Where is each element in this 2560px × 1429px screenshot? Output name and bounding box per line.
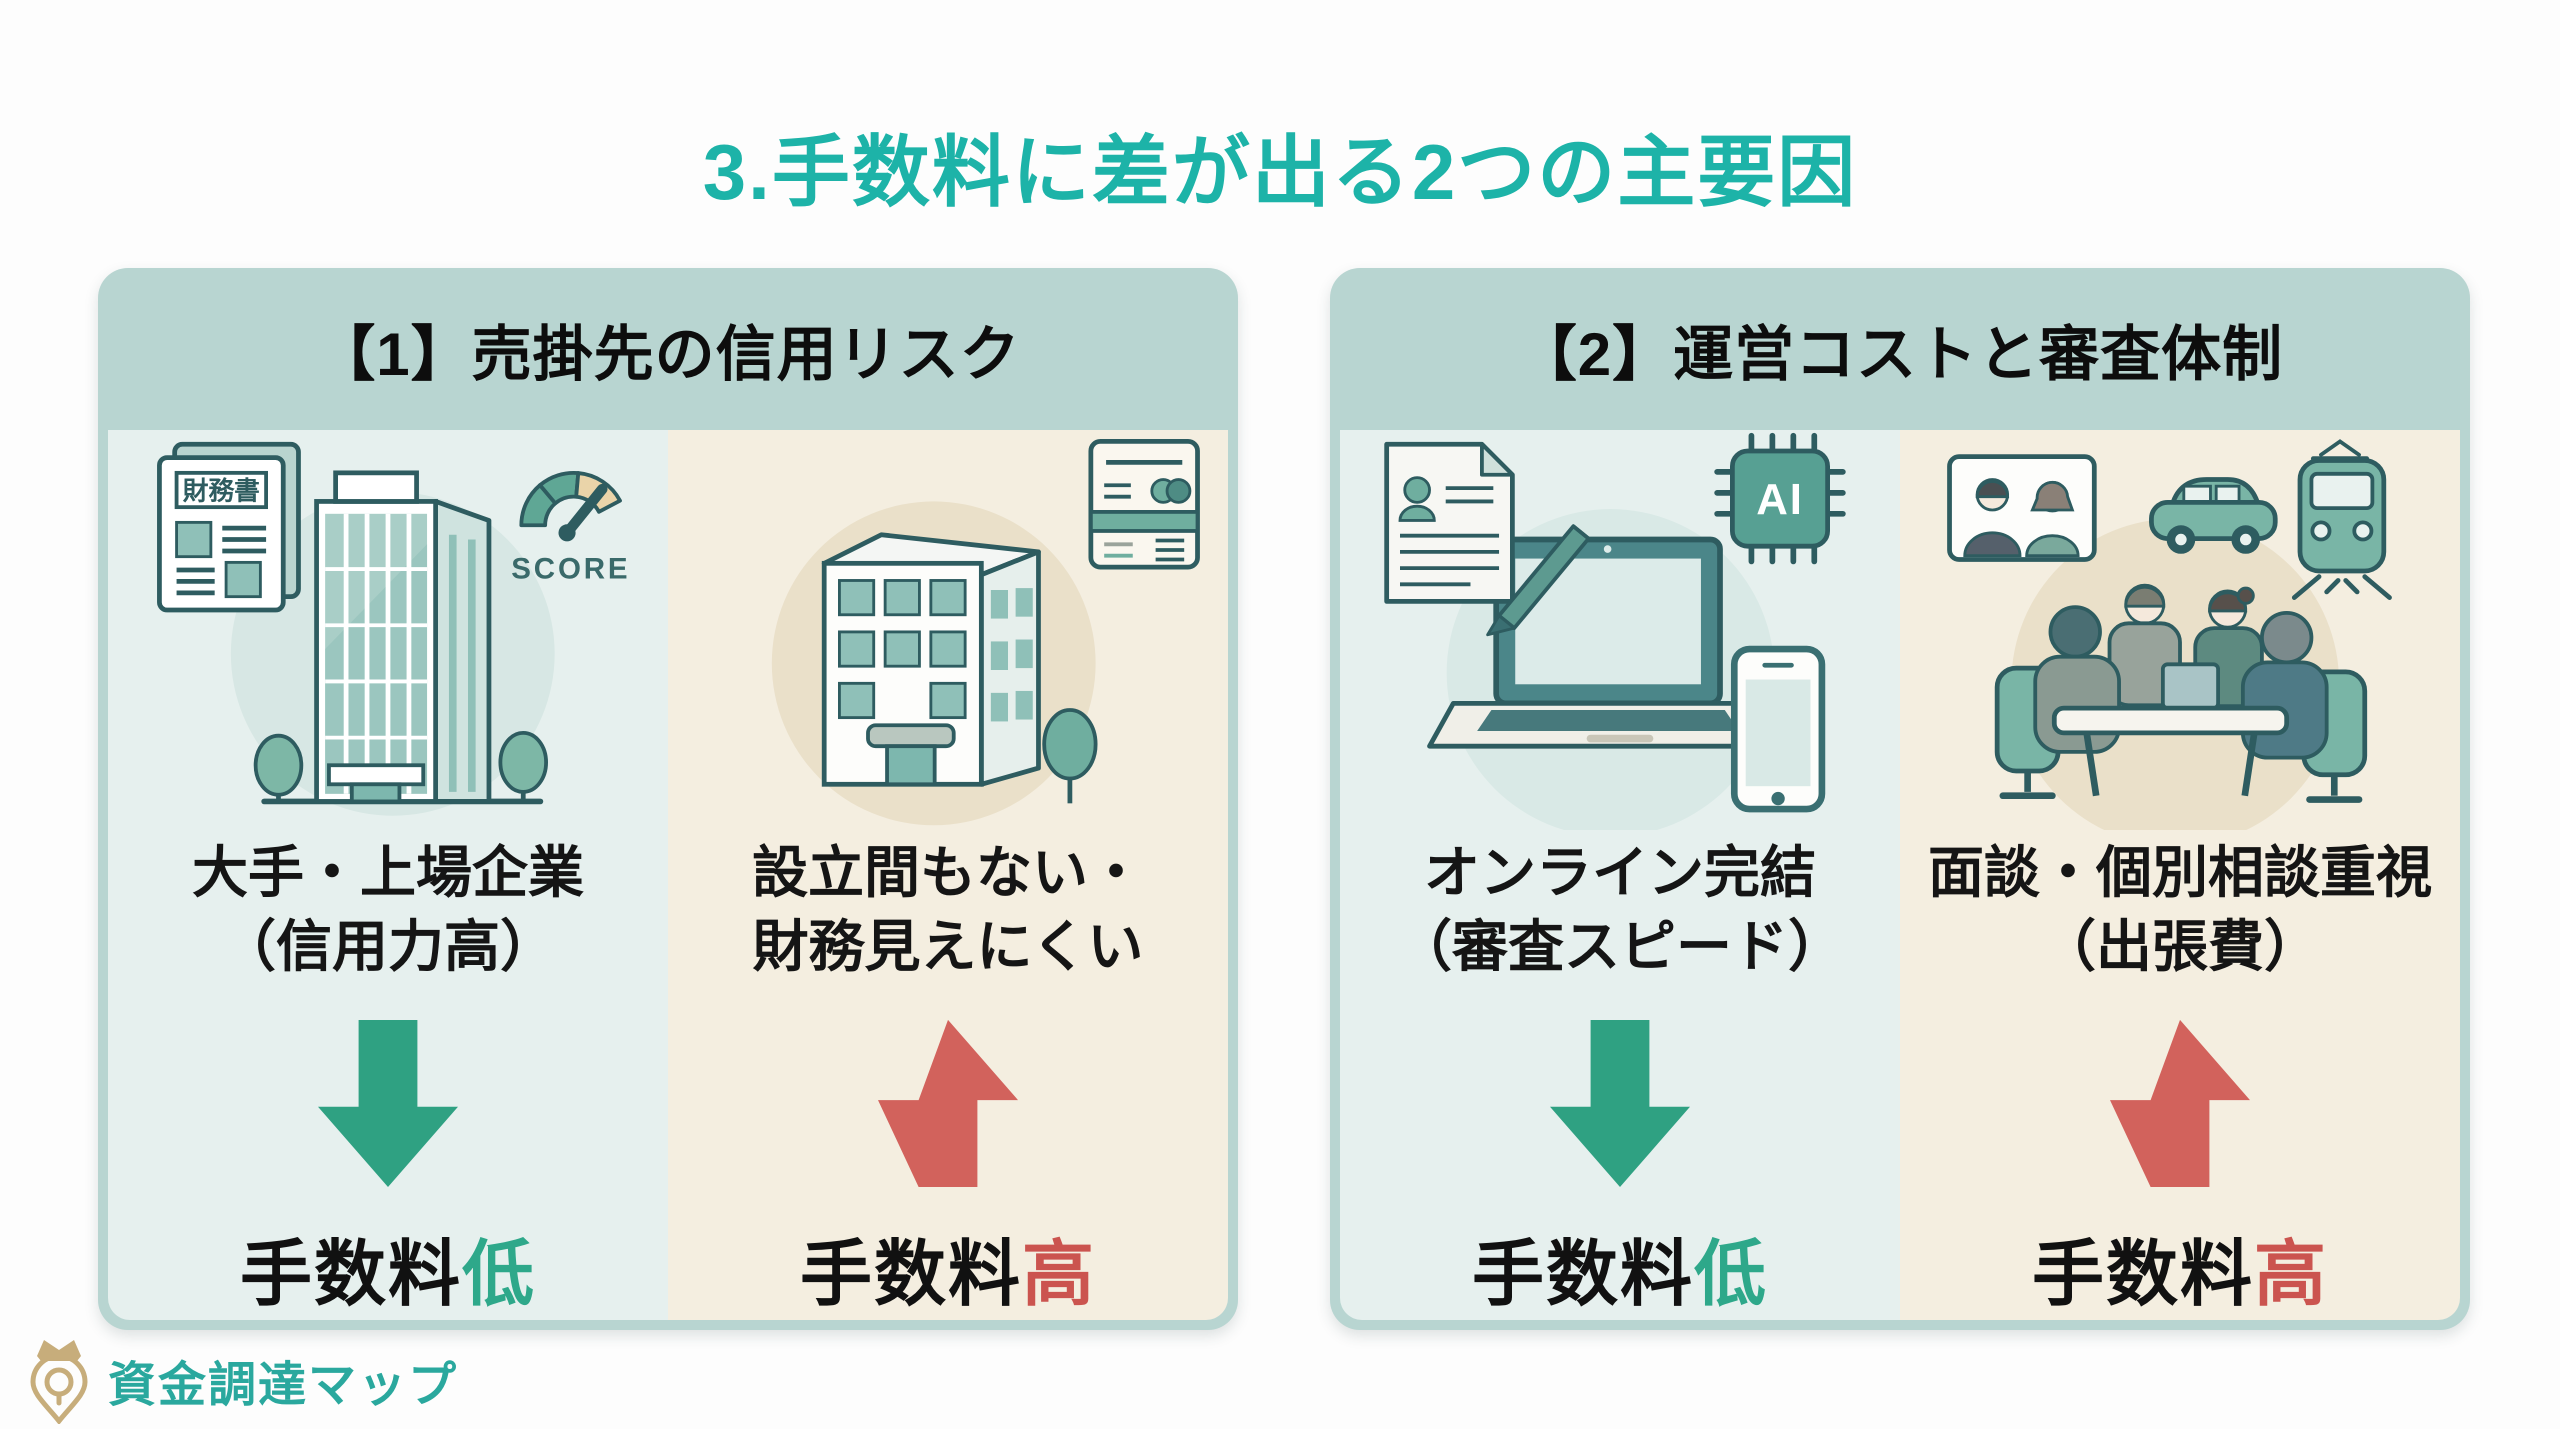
ai-chip-label: AI	[1756, 475, 1804, 524]
label-line-2: （出張費）	[2040, 914, 2320, 978]
office-tower	[314, 470, 492, 804]
credit-card-icon	[1088, 439, 1200, 570]
financial-doc-icon: 財務書	[157, 441, 301, 613]
score-gauge-label: SCORE	[511, 553, 630, 586]
laptop-on-table	[2160, 662, 2220, 710]
score-gauge-icon: SCORE	[511, 470, 630, 586]
column-label: 面談・個別相談重視 （出張費）	[1928, 836, 2432, 984]
label-line-1: オンライン完結	[1424, 841, 1816, 904]
label-line-2: （審査スピード）	[1396, 914, 1844, 978]
label-line-1: 面談・個別相談重視	[1928, 841, 2432, 904]
meeting-illustration	[1900, 430, 2460, 830]
label-line-2: （信用力高）	[220, 914, 556, 978]
car-icon	[2149, 477, 2278, 554]
panel-operating-cost: 【2】運営コストと審査体制	[1330, 268, 2470, 1330]
online-devices-scene: AI	[1384, 432, 1846, 830]
fee-label: 手数料	[2031, 1235, 2254, 1315]
panel-2-high-fee-column: 面談・個別相談重視 （出張費） 手数料高	[1900, 430, 2460, 1320]
fee-level-low: 低	[462, 1235, 537, 1315]
train-icon	[2291, 439, 2392, 600]
column-label: 大手・上場企業 （信用力高）	[192, 836, 584, 984]
application-doc-pen-icon	[1384, 441, 1591, 637]
panel-2-header: 【2】運営コストと審査体制	[1516, 320, 2284, 388]
ai-chip-icon: AI	[1714, 432, 1846, 565]
pen-icon	[1486, 524, 1591, 637]
fee-result: 手数料高	[2032, 1215, 2328, 1320]
crown-map-pin-icon	[30, 1340, 88, 1424]
fee-label: 手数料	[799, 1235, 1022, 1315]
fee-level-high: 高	[2254, 1235, 2329, 1315]
office-tower-scene: 財務書	[157, 441, 630, 816]
panel-2-body: AI オンライン完結 （審査スピード） 手数料低	[1340, 430, 2460, 1320]
label-line-2: 財務見えにくい	[752, 914, 1144, 978]
meeting-table	[2051, 705, 2290, 797]
fee-result: 手数料高	[800, 1215, 1096, 1320]
label-line-1: 設立間もない・	[752, 841, 1144, 904]
tree-icon	[1042, 708, 1098, 804]
fee-result: 手数料低	[1472, 1215, 1768, 1320]
tree-icon	[253, 733, 304, 802]
panel-1-high-fee-column: 設立間もない・ 財務見えにくい 手数料高	[668, 430, 1228, 1320]
smartphone-icon	[1730, 645, 1826, 813]
office-tower-illustration: 財務書	[108, 430, 668, 830]
video-call-frame-icon	[1947, 454, 2097, 562]
label-line-1: 大手・上場企業	[192, 841, 584, 904]
column-label: 設立間もない・ 財務見えにくい	[752, 836, 1144, 984]
fee-label: 手数料	[1471, 1235, 1694, 1315]
fee-level-high: 高	[1022, 1235, 1097, 1315]
panel-2-low-fee-column: AI オンライン完結 （審査スピード） 手数料低	[1340, 430, 1900, 1320]
fee-increase-arrow-icon	[878, 1019, 1018, 1187]
fee-result: 手数料低	[240, 1215, 536, 1320]
panel-1-header: 【1】売掛先の信用リスク	[315, 320, 1021, 388]
meeting-scene	[1947, 439, 2392, 830]
fee-increase-arrow-icon	[2110, 1019, 2250, 1187]
fee-decrease-arrow-icon	[1550, 1019, 1690, 1187]
financial-doc-label: 財務書	[183, 477, 260, 506]
fee-decrease-arrow-icon	[318, 1019, 458, 1187]
small-building-illustration	[668, 430, 1228, 830]
tree-icon	[498, 730, 548, 802]
small-building-scene	[771, 439, 1200, 826]
fee-level-low: 低	[1694, 1235, 1769, 1315]
fee-label: 手数料	[239, 1235, 462, 1315]
page-title: 3.手数料に差が出る2つの主要因	[702, 128, 1858, 217]
panel-credit-risk: 【1】売掛先の信用リスク	[98, 268, 1238, 1330]
panel-1-body: 財務書	[108, 430, 1228, 1320]
brand-name: 資金調達マップ	[108, 1359, 459, 1412]
small-building	[821, 532, 1041, 787]
panels-row: 【1】売掛先の信用リスク	[98, 268, 2470, 1330]
brand-logo: 資金調達マップ	[26, 1336, 458, 1424]
laptop-illustration	[1427, 536, 1790, 749]
panel-1-low-fee-column: 財務書	[108, 430, 668, 1320]
online-devices-illustration: AI	[1340, 430, 1900, 830]
column-label: オンライン完結 （審査スピード）	[1396, 836, 1844, 984]
